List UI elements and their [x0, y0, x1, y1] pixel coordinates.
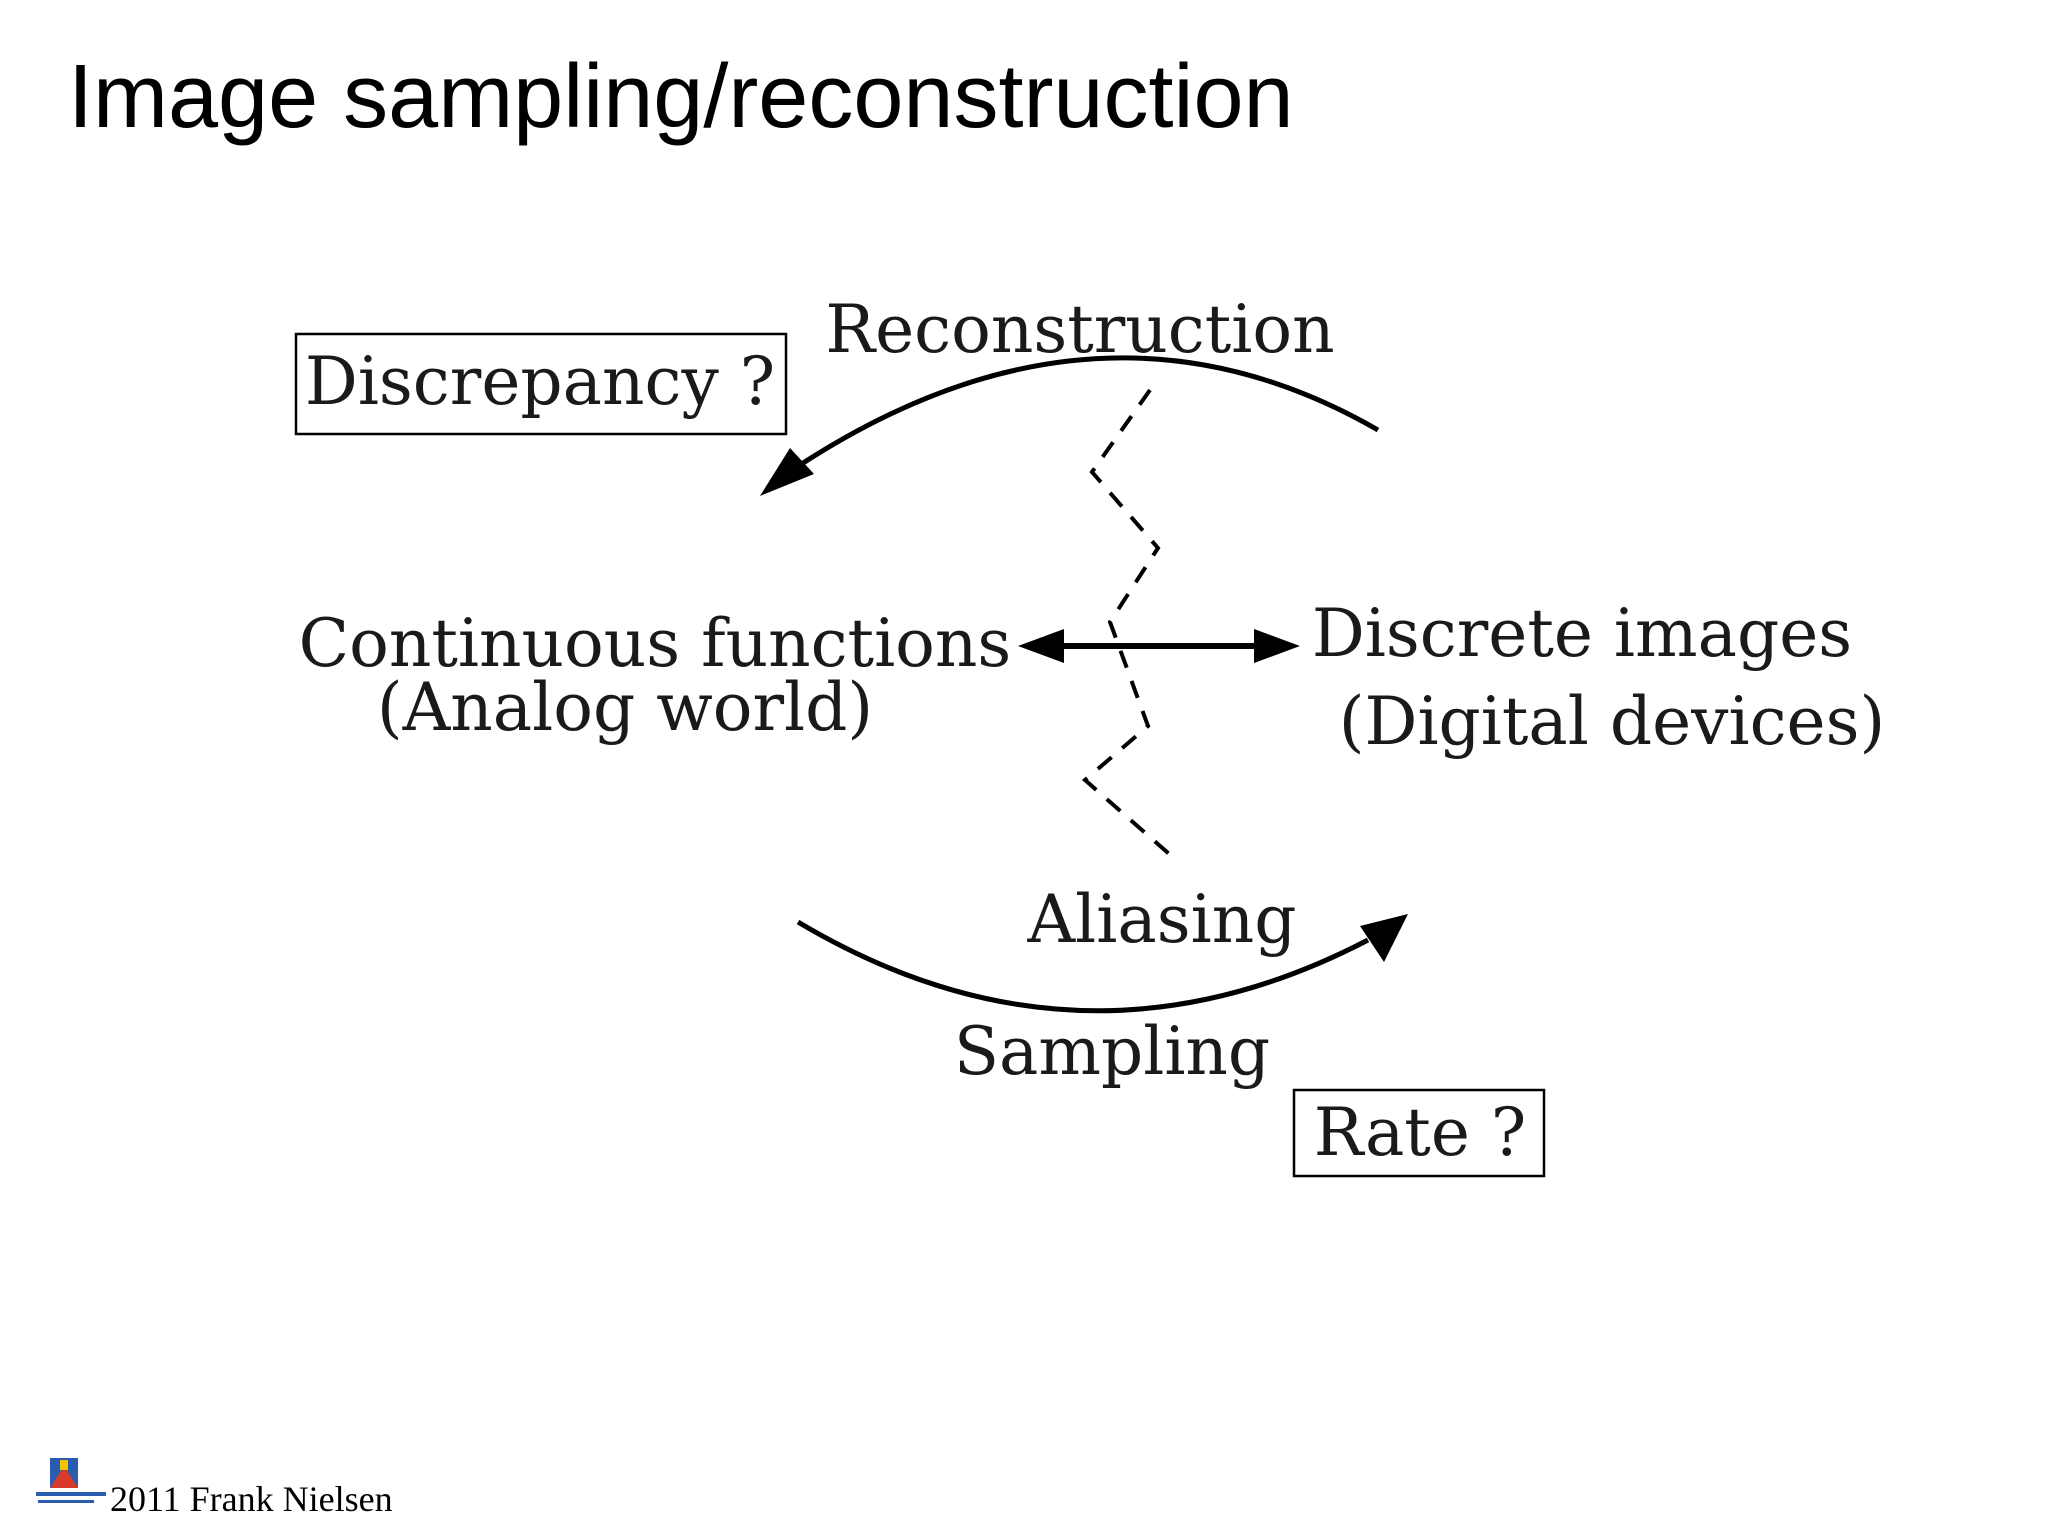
slide-title: Image sampling/reconstruction	[68, 47, 1294, 147]
bidirectional-arrowhead-left	[1018, 629, 1064, 663]
sampling-label: Sampling	[954, 1013, 1270, 1090]
reconstruction-label: Reconstruction	[825, 291, 1334, 368]
aliasing-label: Aliasing	[1027, 881, 1297, 958]
rate-box-frame	[1292, 1088, 1546, 1178]
continuous-functions-label: Continuous functions	[299, 605, 1012, 682]
digital-devices-label: (Digital devices)	[1339, 683, 1885, 760]
rate-box-label: Rate ?	[1314, 1094, 1527, 1171]
sampling-arrowhead	[1360, 914, 1408, 962]
reconstruction-arrow	[798, 355, 1380, 468]
discrepancy-box-label: Discrepancy ?	[305, 343, 775, 420]
aliasing-barrier-line	[1081, 388, 1178, 862]
analog-world-label: (Analog world)	[377, 669, 873, 746]
sampling-arrow	[796, 919, 1370, 1014]
reconstruction-arrowhead	[760, 448, 814, 496]
bidirectional-arrowhead-right	[1254, 629, 1300, 663]
discrepancy-box-frame	[294, 332, 788, 436]
discrete-images-label: Discrete images	[1312, 595, 1852, 672]
footer-copyright: 2011 Frank Nielsen	[110, 1479, 393, 1519]
ecole-polytechnique-logo-icon	[36, 1458, 106, 1503]
